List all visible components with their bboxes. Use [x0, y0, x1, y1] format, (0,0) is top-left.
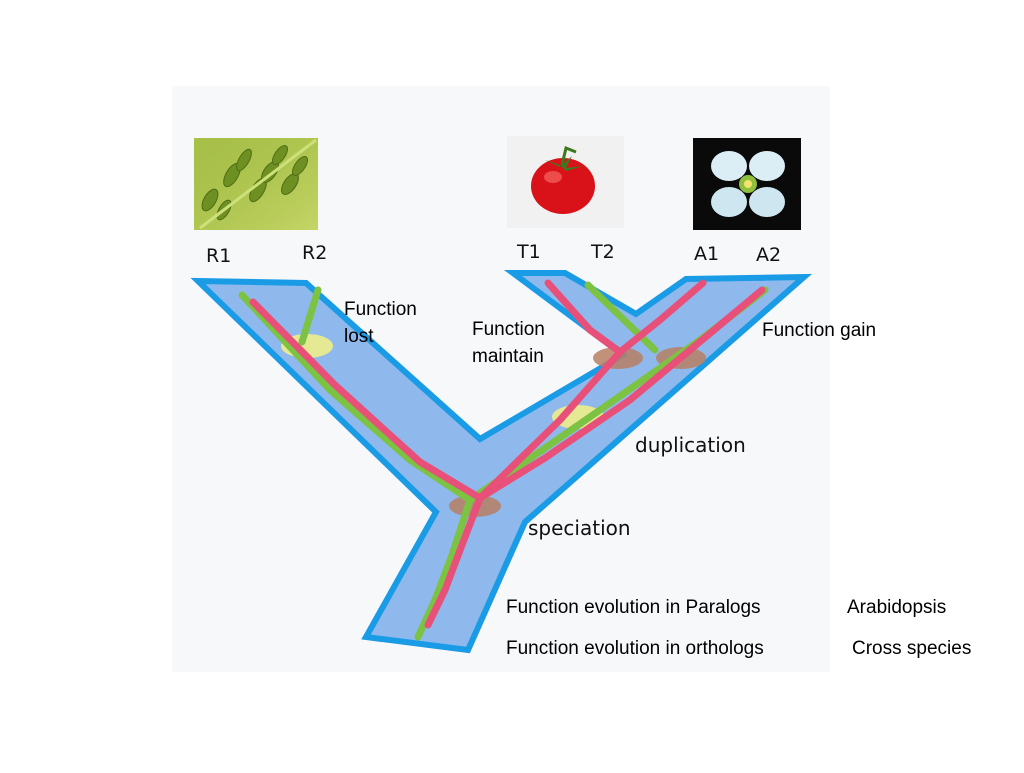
tree-body — [190, 270, 813, 654]
leaf-label-r2: R2 — [302, 242, 328, 264]
function-maintain-line2: maintain — [472, 346, 544, 367]
paralogs-legend-label: Function evolution in Paralogs — [506, 597, 761, 618]
green-lineage-root — [414, 496, 474, 641]
function-lost-line1: Function — [344, 299, 417, 320]
pink-lineage-t1 — [544, 279, 624, 356]
leaf-label-t2: T2 — [591, 241, 615, 263]
orthologs-legend-scope: Cross species — [852, 638, 972, 659]
duplication-label: duplication — [635, 433, 746, 457]
function-lost-line2: lost — [344, 326, 374, 347]
green-lineage-r2 — [298, 286, 322, 346]
green-lineage-t2 — [584, 281, 659, 354]
rice-grain-photo — [194, 138, 318, 230]
tomato-photo — [507, 136, 624, 228]
orthologs-legend-label: Function evolution in orthologs — [506, 638, 764, 659]
function-gain-label: Function gain — [762, 320, 877, 341]
speciation-label: speciation — [528, 516, 631, 540]
pink-lineages — [249, 279, 766, 629]
pink-lineage-dup — [476, 348, 624, 502]
pink-lineage-a1 — [616, 279, 707, 356]
function-lost-label: Function lost — [344, 296, 417, 350]
leaf-label-r1: R1 — [206, 245, 232, 267]
pink-lineage-a2 — [476, 286, 766, 502]
leaf-label-t1: T1 — [517, 241, 541, 263]
function-maintain-label: Function maintain — [472, 316, 545, 370]
pink-lineage-root — [424, 494, 484, 629]
leaf-label-a1: A1 — [694, 243, 720, 265]
arabidopsis-flower-photo — [693, 138, 801, 230]
paralogs-legend-scope: Arabidopsis — [847, 597, 947, 618]
leaf-label-a2: A2 — [756, 244, 782, 266]
function-maintain-line1: Function — [472, 319, 545, 340]
pink-lineage-r1 — [249, 298, 484, 502]
